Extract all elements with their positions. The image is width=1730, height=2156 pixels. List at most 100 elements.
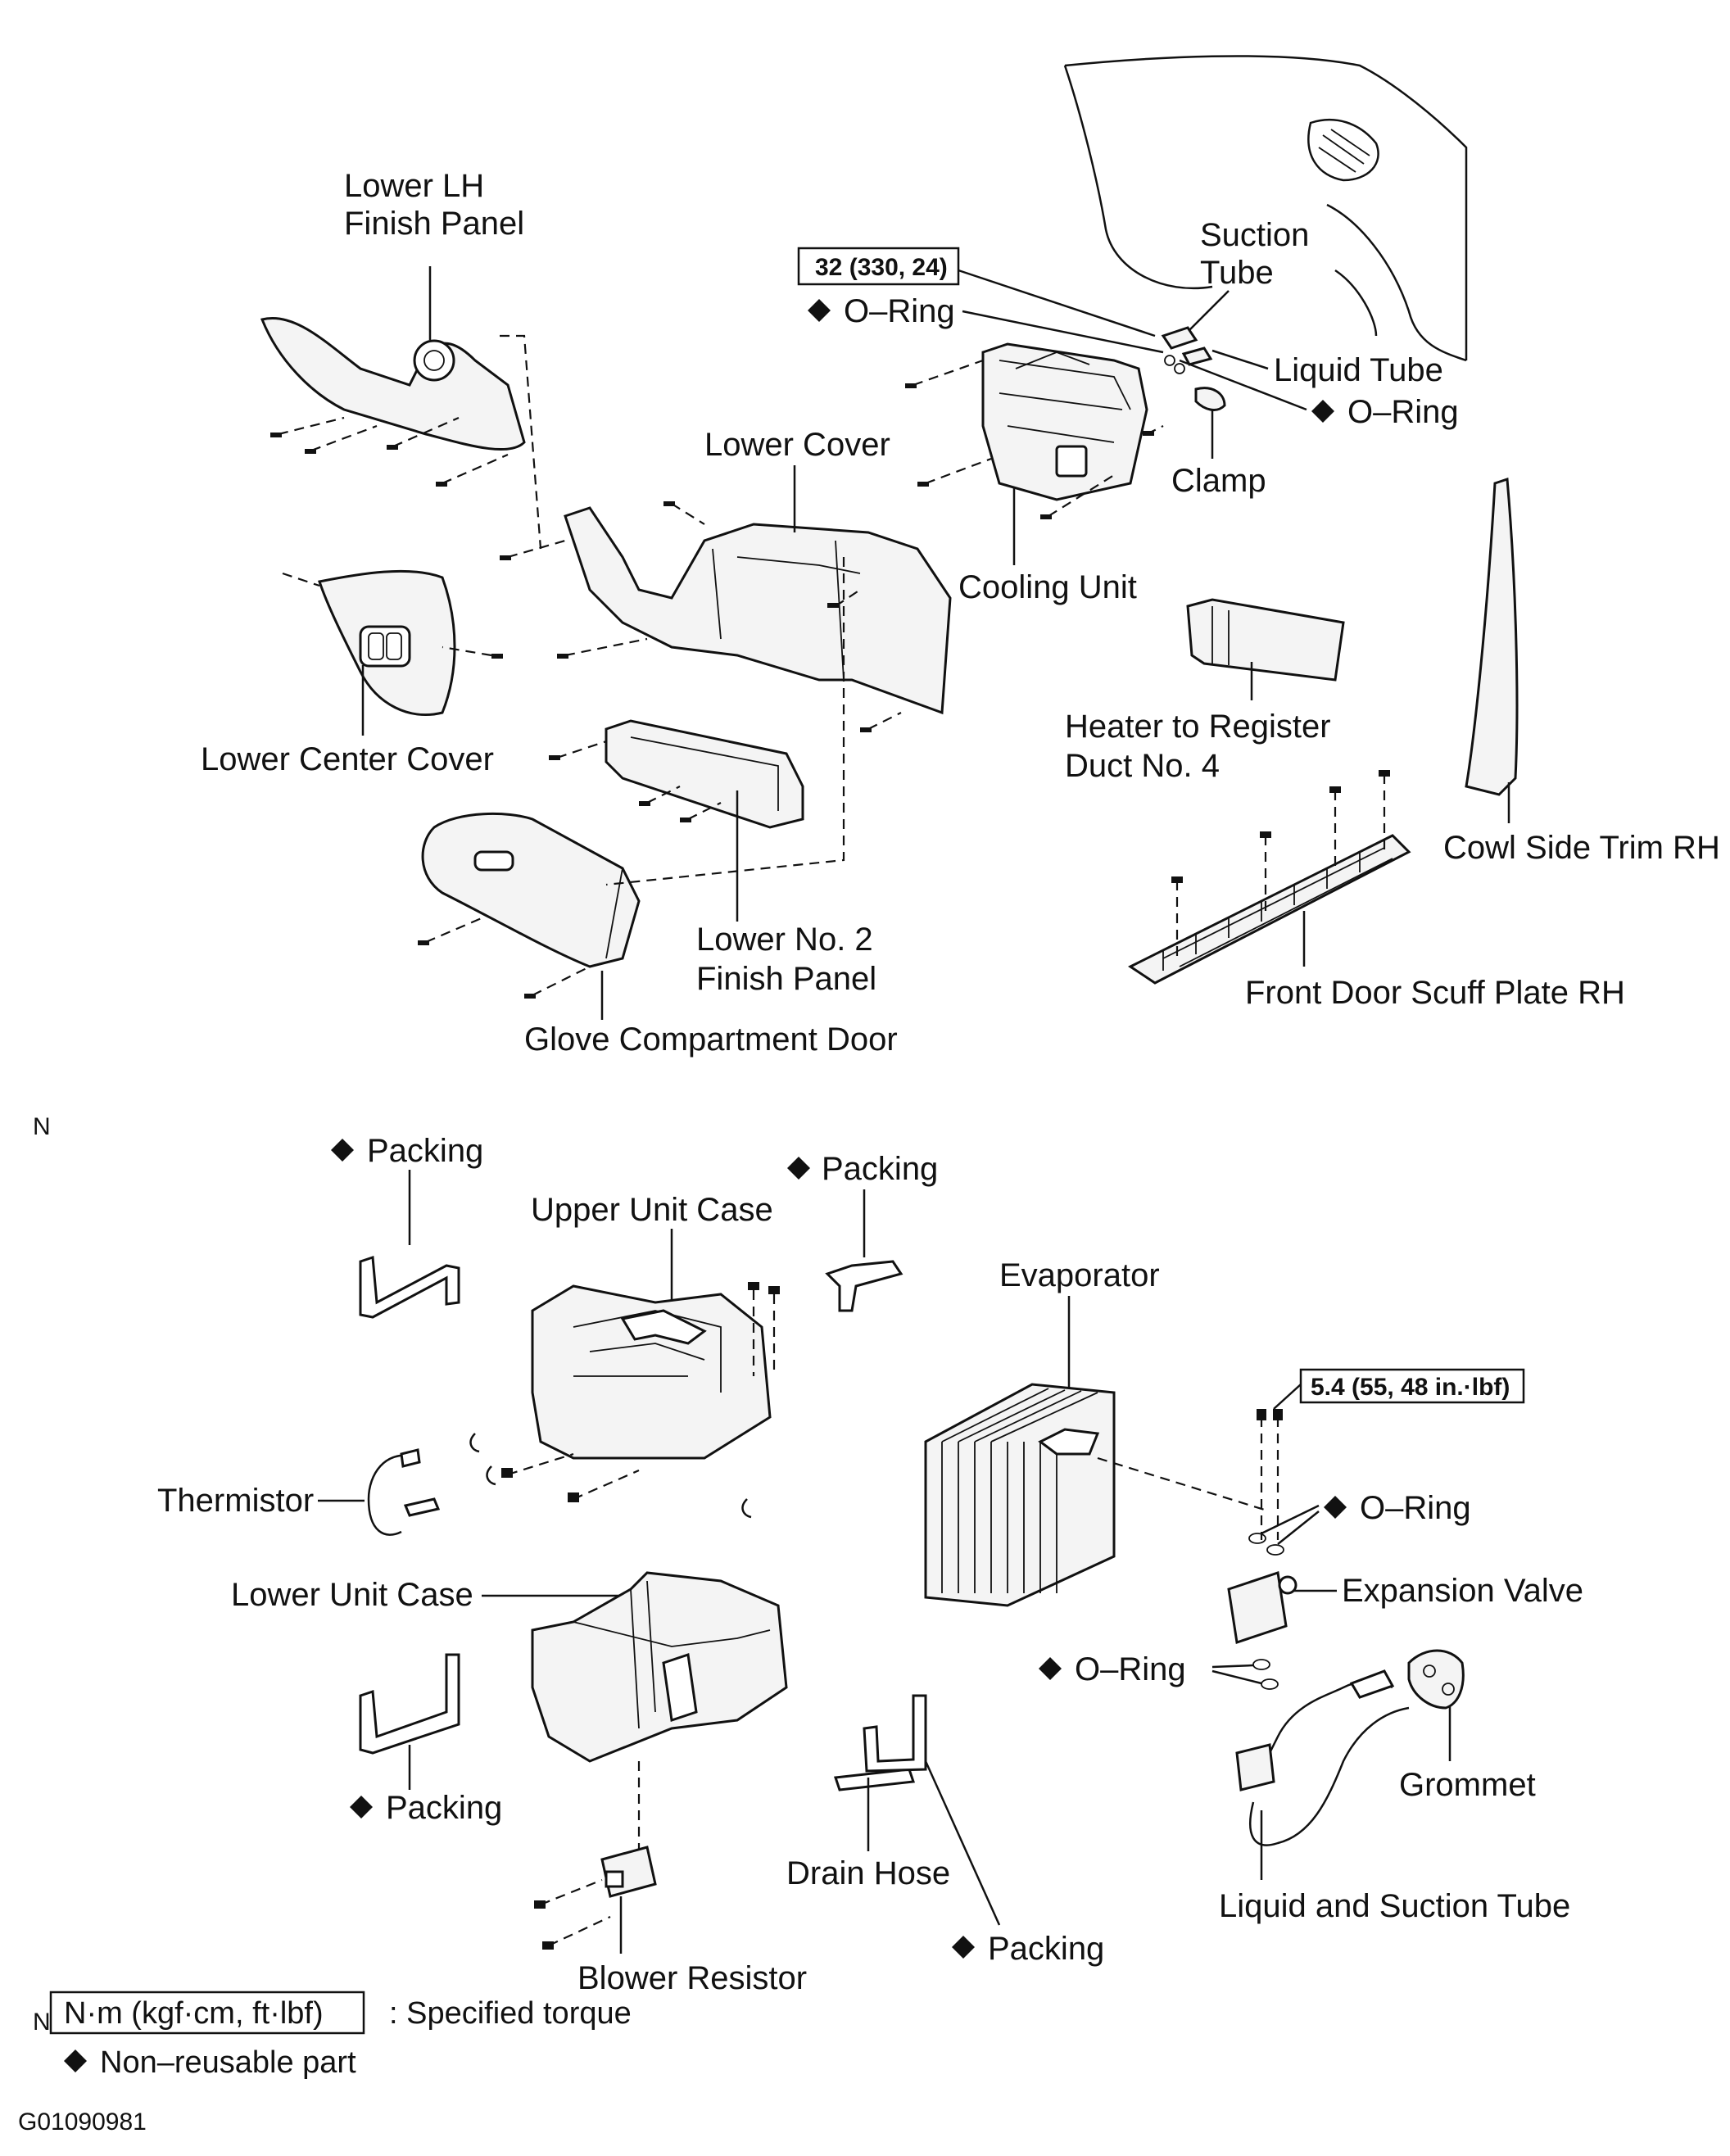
suction-liquid-tube-ends bbox=[1161, 326, 1213, 374]
torque-box-top bbox=[797, 247, 960, 286]
lower-no2-finish-panel bbox=[605, 719, 804, 829]
torque-top-label: 32 (330, 24) bbox=[815, 254, 948, 281]
blower-resistor bbox=[600, 1846, 657, 1898]
o-ring-mid-1-leader-a bbox=[1261, 1504, 1320, 1535]
screws-scuff-plate bbox=[1171, 770, 1390, 958]
packing-3-label: Packing bbox=[386, 1790, 502, 1826]
thermistor bbox=[367, 1448, 441, 1536]
nonreusable-icon-5 bbox=[1324, 1496, 1347, 1519]
o-ring-mid-2-leader-a bbox=[1211, 1664, 1254, 1669]
lower-center-cover-label: Lower Center Cover bbox=[201, 741, 494, 777]
packing-2-label: Packing bbox=[822, 1151, 938, 1187]
upper-unit-case-label: Upper Unit Case bbox=[531, 1192, 773, 1228]
upper-unit-case bbox=[531, 1284, 772, 1460]
screws-no2-panel bbox=[549, 740, 722, 822]
o-ring-top-right-label: O–Ring bbox=[1347, 394, 1459, 430]
suction-tube-label: Suction Tube bbox=[1200, 217, 1319, 291]
grommet bbox=[1407, 1649, 1465, 1710]
packing-4-leader bbox=[924, 1760, 1001, 1926]
nonreusable-icon-1 bbox=[808, 299, 831, 322]
cowl-side-trim-label: Cowl Side Trim RH bbox=[1443, 830, 1720, 866]
legend-torque-box bbox=[49, 1991, 365, 2035]
o-ring-top-left-leader bbox=[962, 310, 1164, 354]
packing-3 bbox=[359, 1653, 460, 1755]
packing-4-label: Packing bbox=[988, 1931, 1104, 1967]
lower-lh-finish-panel bbox=[260, 317, 526, 451]
nonreusable-icon-8 bbox=[952, 1936, 975, 1959]
expansion-valve bbox=[1227, 1571, 1298, 1644]
lower-cover bbox=[564, 506, 952, 715]
lower-no2-finish-panel-label: Lower No. 2 Finish Panel bbox=[696, 922, 882, 997]
nonreusable-icon-6 bbox=[1039, 1657, 1062, 1680]
screws-upper-case bbox=[501, 1282, 780, 1502]
bolts-evaporator bbox=[1257, 1409, 1283, 1540]
packing-2 bbox=[825, 1260, 903, 1312]
o-ring-mid-2-b bbox=[1261, 1678, 1279, 1690]
legend-torque-unit: N·m (kgf·cm, ft·lbf) bbox=[64, 1996, 324, 2031]
screws-cooling-unit bbox=[905, 359, 1164, 519]
liquid-suction-tube-label: Liquid and Suction Tube bbox=[1219, 1888, 1570, 1924]
nonreusable-icon-2 bbox=[1311, 400, 1334, 423]
packing-4 bbox=[863, 1694, 927, 1773]
lower-lh-line-2: Finish Panel bbox=[344, 206, 524, 242]
drain-hose-label: Drain Hose bbox=[786, 1855, 950, 1891]
screws-glove-door bbox=[418, 557, 845, 999]
lower-no2-line-2: Finish Panel bbox=[696, 961, 876, 997]
lower-center-cover bbox=[282, 569, 503, 717]
o-ring-mid-1-a bbox=[1248, 1533, 1266, 1544]
figure-id: G01090981 bbox=[18, 2108, 147, 2136]
o-ring-top-right-leader bbox=[1179, 359, 1307, 411]
liquid-tube-leader bbox=[1211, 349, 1269, 370]
evaporator-label: Evaporator bbox=[999, 1257, 1160, 1293]
heater-duct-label: Heater to Register Duct No. 4 bbox=[1065, 709, 1340, 784]
o-ring-mid-1-leader-b bbox=[1277, 1511, 1320, 1545]
cowl-side-trim-rh bbox=[1465, 477, 1519, 796]
heater-duct-line-2: Duct No. 4 bbox=[1065, 748, 1220, 784]
clamp-label: Clamp bbox=[1171, 463, 1266, 499]
drain-hose bbox=[833, 1768, 916, 1851]
lower-lh-line-1: Lower LH bbox=[344, 168, 484, 204]
legend-nonreusable-desc: Non–reusable part bbox=[100, 2045, 356, 2080]
grommet-label: Grommet bbox=[1399, 1767, 1536, 1803]
thermistor-label: Thermistor bbox=[157, 1483, 314, 1519]
lower-unit-case bbox=[531, 1571, 788, 1763]
lower-lh-finish-panel-label: Lower LH Finish Panel bbox=[344, 168, 524, 242]
screws-lower-cover bbox=[500, 501, 902, 732]
torque-bottom-label: 5.4 (55, 48 in.·lbf) bbox=[1311, 1374, 1510, 1401]
liquid-tube-label: Liquid Tube bbox=[1274, 352, 1443, 388]
o-ring-mid-1-b bbox=[1266, 1544, 1284, 1556]
lower-no2-line-1: Lower No. 2 bbox=[696, 922, 873, 958]
suction-tube-line-1: Suction bbox=[1200, 217, 1309, 253]
screws-lh-panel bbox=[270, 334, 542, 550]
glove-compartment-door-label: Glove Compartment Door bbox=[524, 1021, 898, 1058]
heater-duct-line-1: Heater to Register bbox=[1065, 709, 1331, 745]
lower-unit-case-label: Lower Unit Case bbox=[231, 1577, 473, 1613]
legend-n-marker: N bbox=[33, 2009, 51, 2036]
o-ring-mid-2-label: O–Ring bbox=[1075, 1651, 1186, 1687]
nonreusable-icon-3 bbox=[331, 1139, 354, 1162]
evaporator-fastener-line bbox=[1097, 1456, 1270, 1513]
screws-blower-resistor bbox=[534, 1878, 611, 1950]
front-door-scuff-plate-rh bbox=[1128, 834, 1411, 985]
legend-torque-desc: : Specified torque bbox=[389, 1996, 632, 2031]
o-ring-mid-2-leader-b bbox=[1211, 1669, 1262, 1685]
heater-to-register-duct bbox=[1186, 598, 1345, 682]
o-ring-mid-2-a bbox=[1252, 1659, 1270, 1670]
torque-top-leader bbox=[958, 269, 1156, 337]
nonreusable-icon-4 bbox=[787, 1157, 810, 1180]
packing-1 bbox=[359, 1255, 460, 1319]
liquid-and-suction-tube bbox=[1235, 1669, 1410, 1846]
suction-tube-line-2: Tube bbox=[1200, 255, 1274, 291]
o-ring-mid-1-label: O–Ring bbox=[1360, 1490, 1471, 1526]
scuff-plate-label: Front Door Scuff Plate RH bbox=[1245, 975, 1625, 1011]
legend-nonreusable-icon bbox=[64, 2050, 87, 2072]
packing-1-label: Packing bbox=[367, 1133, 483, 1169]
glove-compartment-door bbox=[421, 812, 641, 968]
clips-upper-case bbox=[469, 1433, 752, 1519]
blower-resistor-label: Blower Resistor bbox=[577, 1960, 807, 1996]
torque-bottom-leader bbox=[1273, 1384, 1302, 1410]
n-marker-1: N bbox=[33, 1113, 51, 1140]
nonreusable-icon-7 bbox=[350, 1796, 373, 1819]
torque-box-bottom bbox=[1299, 1368, 1525, 1404]
